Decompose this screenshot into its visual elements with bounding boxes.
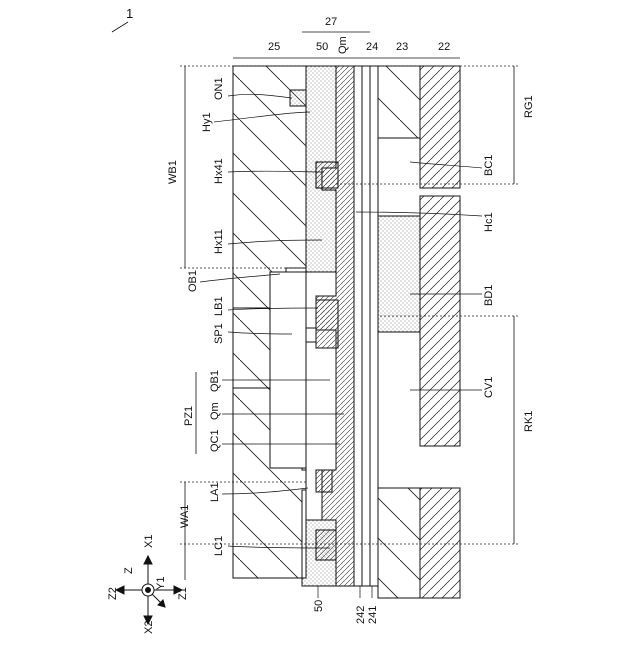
axis-z1: Z1 — [177, 587, 189, 600]
left-labels: ON1 Hy1 WB1 Hx41 Hx11 OB1 LB1 SP1 QB1 PZ… — [167, 77, 225, 556]
label-25: 25 — [268, 41, 280, 53]
label-hy1: Hy1 — [201, 112, 213, 132]
label-23: 23 — [396, 41, 408, 53]
figure-ref-leader — [112, 22, 128, 32]
label-hx11: Hx11 — [213, 229, 225, 254]
layer-24 — [354, 66, 378, 586]
axis-x2: X2 — [143, 621, 155, 634]
label-50-top: 50 — [316, 41, 328, 53]
label-sp1: SP1 — [213, 323, 225, 344]
label-on1: ON1 — [213, 77, 225, 100]
label-cv1: CV1 — [483, 377, 495, 398]
label-22: 22 — [438, 41, 450, 53]
label-qm-top: Qm — [337, 36, 349, 54]
label-hx41: Hx41 — [213, 158, 225, 184]
axis-z2: Z2 — [107, 587, 119, 600]
label-50-bottom: 50 — [313, 600, 325, 612]
label-241: 241 — [367, 606, 379, 624]
bond-bd1 — [378, 216, 420, 332]
label-qm: Qm — [209, 402, 221, 420]
label-27: 27 — [325, 16, 337, 28]
label-24: 24 — [366, 41, 378, 53]
figure-ref: 1 — [126, 6, 133, 21]
cavity-sp1 — [270, 272, 306, 468]
label-lc1: LC1 — [213, 536, 225, 556]
axis-y1: Y1 — [155, 577, 167, 590]
label-ob1: OB1 — [187, 270, 199, 292]
label-hc1: Hc1 — [483, 212, 495, 232]
label-qb1: QB1 — [209, 370, 221, 392]
label-bc1: BC1 — [483, 155, 495, 176]
right-labels: RG1 BC1 Hc1 BD1 CV1 RK1 — [483, 95, 535, 432]
label-pz1: PZ1 — [183, 406, 195, 426]
label-rg1: RG1 — [523, 95, 535, 118]
label-lb1: LB1 — [213, 296, 225, 316]
label-bd1: BD1 — [483, 285, 495, 306]
label-rk1: RK1 — [523, 411, 535, 432]
axes-symbol — [116, 556, 182, 624]
label-qc1: QC1 — [209, 429, 221, 452]
label-242: 242 — [355, 606, 367, 624]
label-la1: LA1 — [209, 482, 221, 502]
label-wb1: WB1 — [167, 160, 179, 184]
axis-z: Z — [123, 567, 135, 574]
layer-22 — [420, 66, 460, 598]
axis-x1: X1 — [143, 535, 155, 548]
